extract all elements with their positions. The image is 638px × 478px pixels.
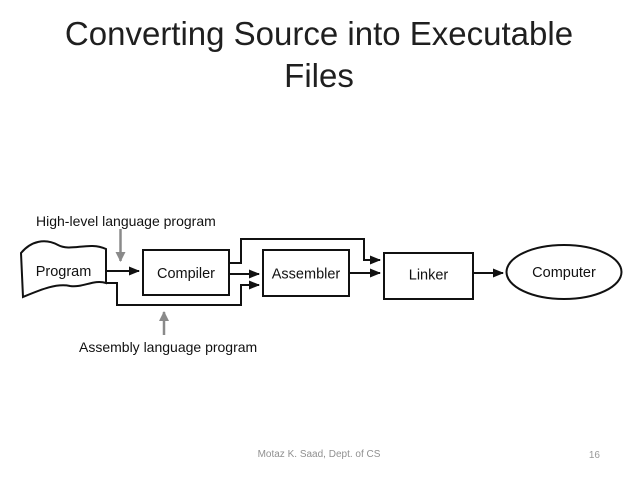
linker-label: Linker (409, 268, 449, 284)
footer-text: Motaz K. Saad, Dept. of CS (257, 449, 381, 460)
bypass-compiler-linker-line (229, 238, 381, 265)
high-level-language-label: High-level language program (36, 213, 216, 229)
slide-title: Converting Source into Executable Files (64, 15, 574, 94)
compiler-box (142, 249, 230, 296)
program-document-shape (19, 240, 107, 299)
assembler-box (262, 249, 350, 297)
computer-ellipse (505, 244, 623, 300)
linker-box (383, 252, 474, 300)
program-label: Program (36, 264, 92, 280)
assembly-language-label: Assembly language program (79, 339, 257, 355)
page-number: 16 (588, 450, 600, 461)
assembler-label: Assembler (272, 267, 341, 283)
compiler-label: Compiler (157, 266, 215, 282)
computer-label: Computer (532, 265, 596, 281)
bypass-program-assembler-line (106, 280, 260, 306)
